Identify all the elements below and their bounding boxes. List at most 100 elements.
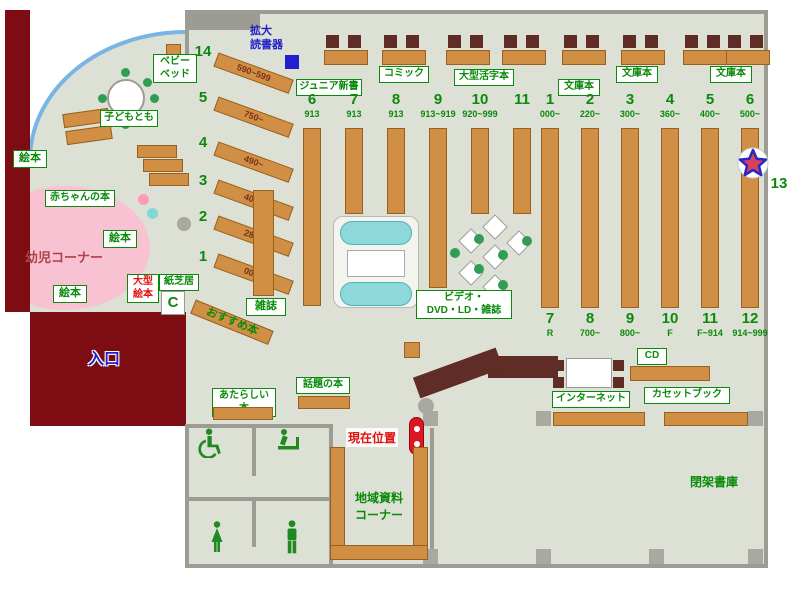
womens-toilet-icon	[211, 521, 223, 552]
service-counter	[488, 356, 558, 378]
shelf-range: 700~	[579, 328, 601, 338]
sofa	[340, 221, 412, 245]
wheelchair-icon	[198, 428, 221, 458]
table	[683, 50, 727, 65]
bookshelf	[303, 128, 321, 306]
marker-dot	[414, 426, 420, 432]
new-books-shelf	[213, 407, 273, 420]
pillar	[748, 411, 763, 426]
chair	[645, 35, 658, 48]
shelf-range: 360~	[659, 109, 681, 119]
bookshelf	[581, 128, 599, 308]
wall-bottom	[185, 564, 768, 568]
shelf-number: 2	[585, 91, 595, 108]
shelf-number: 8	[391, 91, 401, 108]
pillar	[536, 411, 551, 426]
stool	[138, 194, 149, 205]
magazine-shelf	[253, 190, 274, 296]
pillar	[423, 411, 438, 426]
chair	[384, 35, 397, 48]
shelf-range: 000~	[539, 109, 561, 119]
chair	[504, 35, 517, 48]
shelf-number: 6	[745, 91, 755, 108]
shelf-number: 12	[741, 310, 759, 327]
shelf-number: 13	[770, 175, 788, 192]
chair	[406, 35, 419, 48]
shelf-number: 11	[702, 310, 718, 327]
reading-table-unit	[382, 35, 426, 66]
stool	[522, 236, 532, 246]
table	[382, 50, 426, 65]
stool	[498, 280, 508, 290]
chair	[623, 35, 636, 48]
shelf-number: 7	[545, 310, 555, 327]
chair	[707, 35, 720, 48]
entrance-area	[30, 312, 186, 426]
chair	[326, 35, 339, 48]
shelf-number: 2	[198, 208, 208, 225]
table	[621, 50, 665, 65]
local-materials-label: 地域資料 コーナー	[354, 491, 403, 522]
stool	[498, 250, 508, 260]
table	[446, 50, 490, 65]
pillar	[748, 549, 763, 564]
shelf-number: 3	[625, 91, 635, 108]
category-bunko-label: 文庫本	[558, 79, 600, 96]
shelf-number: 1	[198, 248, 208, 265]
stool	[474, 264, 484, 274]
bookshelf	[701, 128, 719, 308]
stool	[143, 78, 152, 87]
wall-toilet-top	[185, 424, 333, 428]
shelf-range: 913	[346, 109, 362, 119]
reading-table-unit	[446, 35, 490, 66]
reading-table-unit	[621, 35, 665, 66]
shelf-number: 14	[194, 43, 212, 60]
table	[562, 50, 606, 65]
category-large-print-label: 大型活字本	[454, 69, 514, 86]
picture-books-label: 絵本	[53, 285, 87, 303]
bookshelf	[664, 412, 748, 426]
bookshelf	[541, 128, 559, 308]
internet-label: インターネット	[552, 391, 630, 408]
step-shelf	[149, 173, 189, 186]
shelf-number: 5	[705, 91, 715, 108]
chair	[613, 360, 624, 371]
local-materials-shelf	[330, 447, 345, 547]
magazines-label: 雑誌	[246, 298, 286, 316]
shelf-range: 914~999	[732, 328, 768, 338]
kamishibai-symbol: C	[167, 294, 179, 311]
wall-top	[185, 10, 768, 14]
shelf-range: 800~	[619, 328, 641, 338]
wall-toilet-divider-upper	[252, 428, 256, 476]
wall-right	[764, 10, 768, 568]
shelf-number: 8	[585, 310, 595, 327]
reading-table-unit	[562, 35, 606, 66]
shelf-range: 920~999	[462, 109, 498, 119]
table	[502, 50, 546, 65]
local-materials-shelf	[330, 545, 428, 560]
shelf-number: 7	[349, 91, 359, 108]
reading-table-unit	[502, 35, 546, 66]
chair	[750, 35, 763, 48]
category-bunko-label: 文庫本	[710, 66, 752, 83]
category-comic-label: コミック	[379, 66, 429, 83]
cd-shelf	[630, 366, 710, 381]
baby-bed-label: ベビー ベッド	[153, 54, 197, 83]
shelf-range: 913	[388, 109, 404, 119]
shelf-number: 5	[198, 89, 208, 106]
stool	[121, 68, 130, 77]
shelf-number: 9	[625, 310, 635, 327]
topic-books-label: 話題の本	[296, 377, 350, 394]
picture-books-label: 絵本	[13, 150, 47, 168]
internet-table	[566, 358, 612, 388]
reading-table-unit	[726, 35, 770, 66]
shelf-number: 6	[307, 91, 317, 108]
entrance-label: 入口	[88, 351, 121, 368]
chair	[685, 35, 698, 48]
kodomo-tomo-label: 子どもとも	[100, 110, 158, 127]
category-bunko-label: 文庫本	[616, 66, 658, 83]
chair	[348, 35, 361, 48]
chair	[613, 377, 624, 388]
kamishibai-label: 紙芝居	[159, 274, 199, 291]
